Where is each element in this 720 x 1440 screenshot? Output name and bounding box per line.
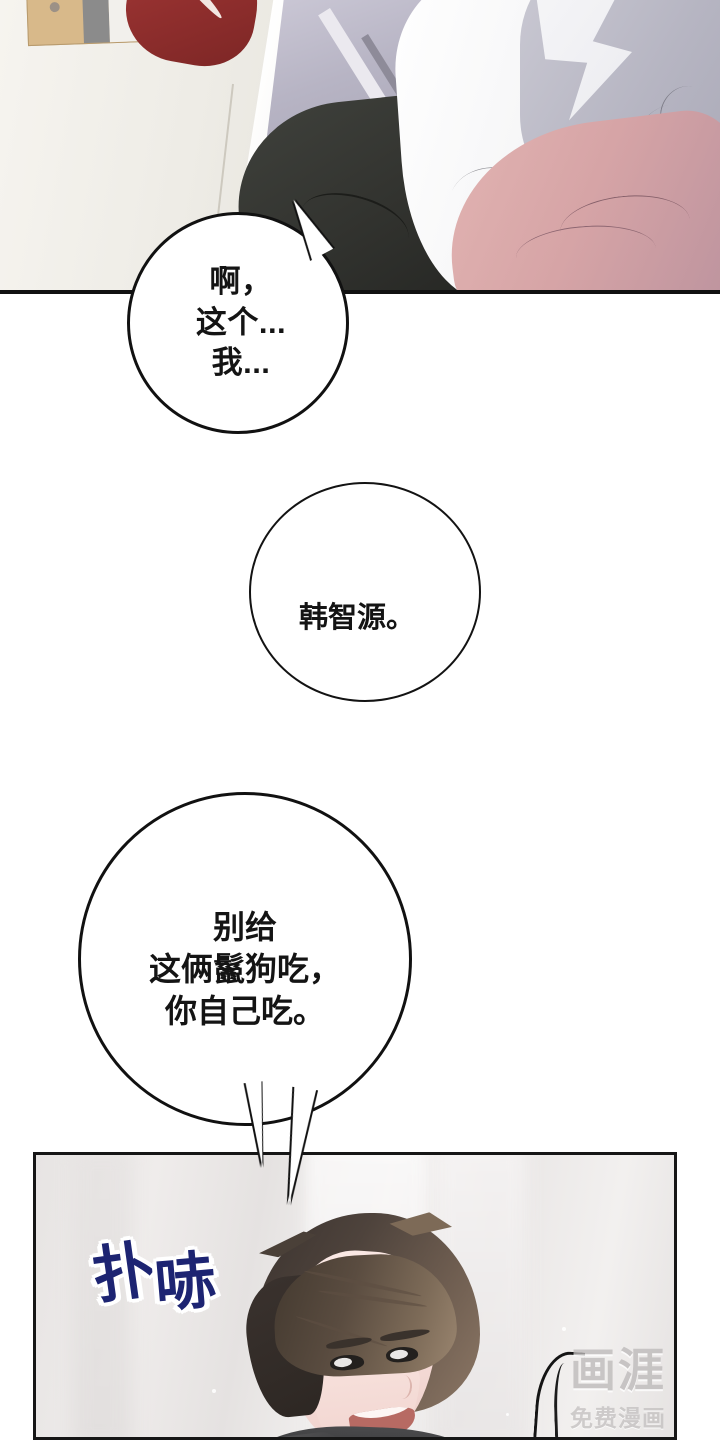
- bottom-scene-panel: 画涯 免费漫画: [33, 1152, 677, 1440]
- light-speck-4: [506, 1413, 509, 1416]
- speech-bubble-1-text: 啊， 这个... 我...: [195, 263, 287, 381]
- speech-bubble-1: 啊， 这个... 我...: [127, 212, 349, 434]
- light-speck-2: [212, 1389, 216, 1393]
- sfx-char-1: 扑: [88, 1232, 158, 1313]
- blurred-wall-3: [72, 1155, 132, 1437]
- box-dot: [49, 1, 60, 13]
- sfx-char-2: 哧: [151, 1243, 218, 1322]
- speech-bubble-3: 别给 这俩鬣狗吃， 你自己吃。: [78, 792, 412, 1126]
- box-label-gray: [82, 0, 110, 44]
- top-scene-panel: [0, 0, 720, 294]
- speech-bubble-3-text: 别给 这俩鬣狗吃， 你自己吃。: [148, 908, 341, 1030]
- speech-bubble-2-text: 韩智源。: [298, 601, 415, 634]
- sound-effect-text: 扑哧: [86, 1210, 218, 1321]
- speech-bubble-2: 韩智源。: [249, 482, 481, 702]
- character-head: [234, 1203, 494, 1437]
- light-speck-3: [562, 1327, 566, 1331]
